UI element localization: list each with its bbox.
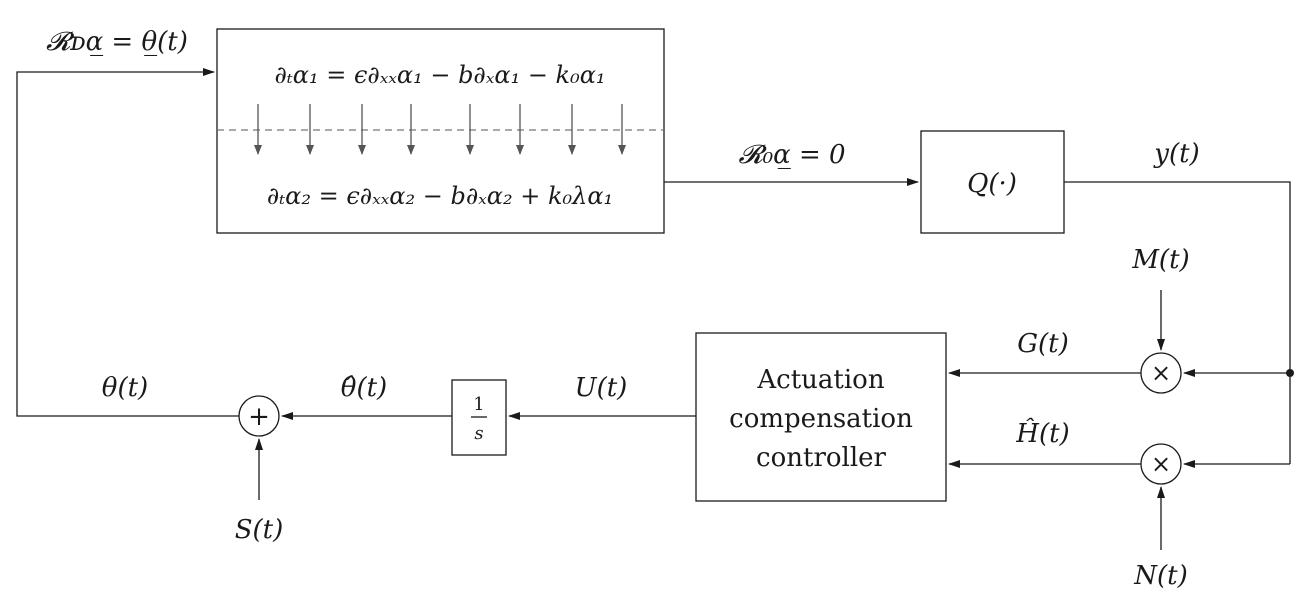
- controller-label-line-2: compensation: [729, 404, 913, 434]
- label-H-hat: Ĥ(t): [1015, 417, 1069, 449]
- integrator-denominator: s: [474, 423, 483, 444]
- quantizer-label: Q(·): [967, 169, 1017, 199]
- multiplier-bottom-symbol: ×: [1151, 450, 1171, 478]
- label-theta-hat: θ̂(t): [341, 373, 387, 403]
- connection-lines: [16, 68, 1294, 550]
- coupling-arrows: [254, 104, 626, 155]
- label-boundary-right: 𝓡₀α̲ = 0: [738, 140, 845, 170]
- summing-junction-symbol: +: [248, 402, 270, 432]
- label-y: y(t): [1153, 139, 1199, 169]
- label-N: N(t): [1133, 561, 1188, 591]
- integrator-numerator: 1: [473, 394, 484, 415]
- pde-equation-2: ∂ₜα₂ = ϵ∂ₓₓα₂ − b∂ₓα₂ + k₀λα₁: [267, 182, 613, 210]
- pde-system-block: [216, 28, 665, 234]
- label-U: U(t): [575, 373, 628, 403]
- label-theta: θ(t): [102, 373, 148, 403]
- multiplier-top-symbol: ×: [1151, 359, 1171, 387]
- label-boundary-left: 𝓡ᴅα̲ = θ̲(t): [46, 27, 188, 57]
- controller-label-line-1: Actuation: [756, 365, 884, 395]
- controller-label-line-3: controller: [756, 443, 887, 473]
- pde-equation-1: ∂ₜα₁ = ϵ∂ₓₓα₁ − b∂ₓα₁ − k₀α₁: [274, 61, 605, 89]
- label-M: M(t): [1131, 245, 1189, 275]
- label-S: S(t): [235, 515, 284, 545]
- quantizer-block: [920, 130, 1065, 234]
- controller-block: [695, 332, 947, 502]
- label-G: G(t): [1017, 329, 1069, 359]
